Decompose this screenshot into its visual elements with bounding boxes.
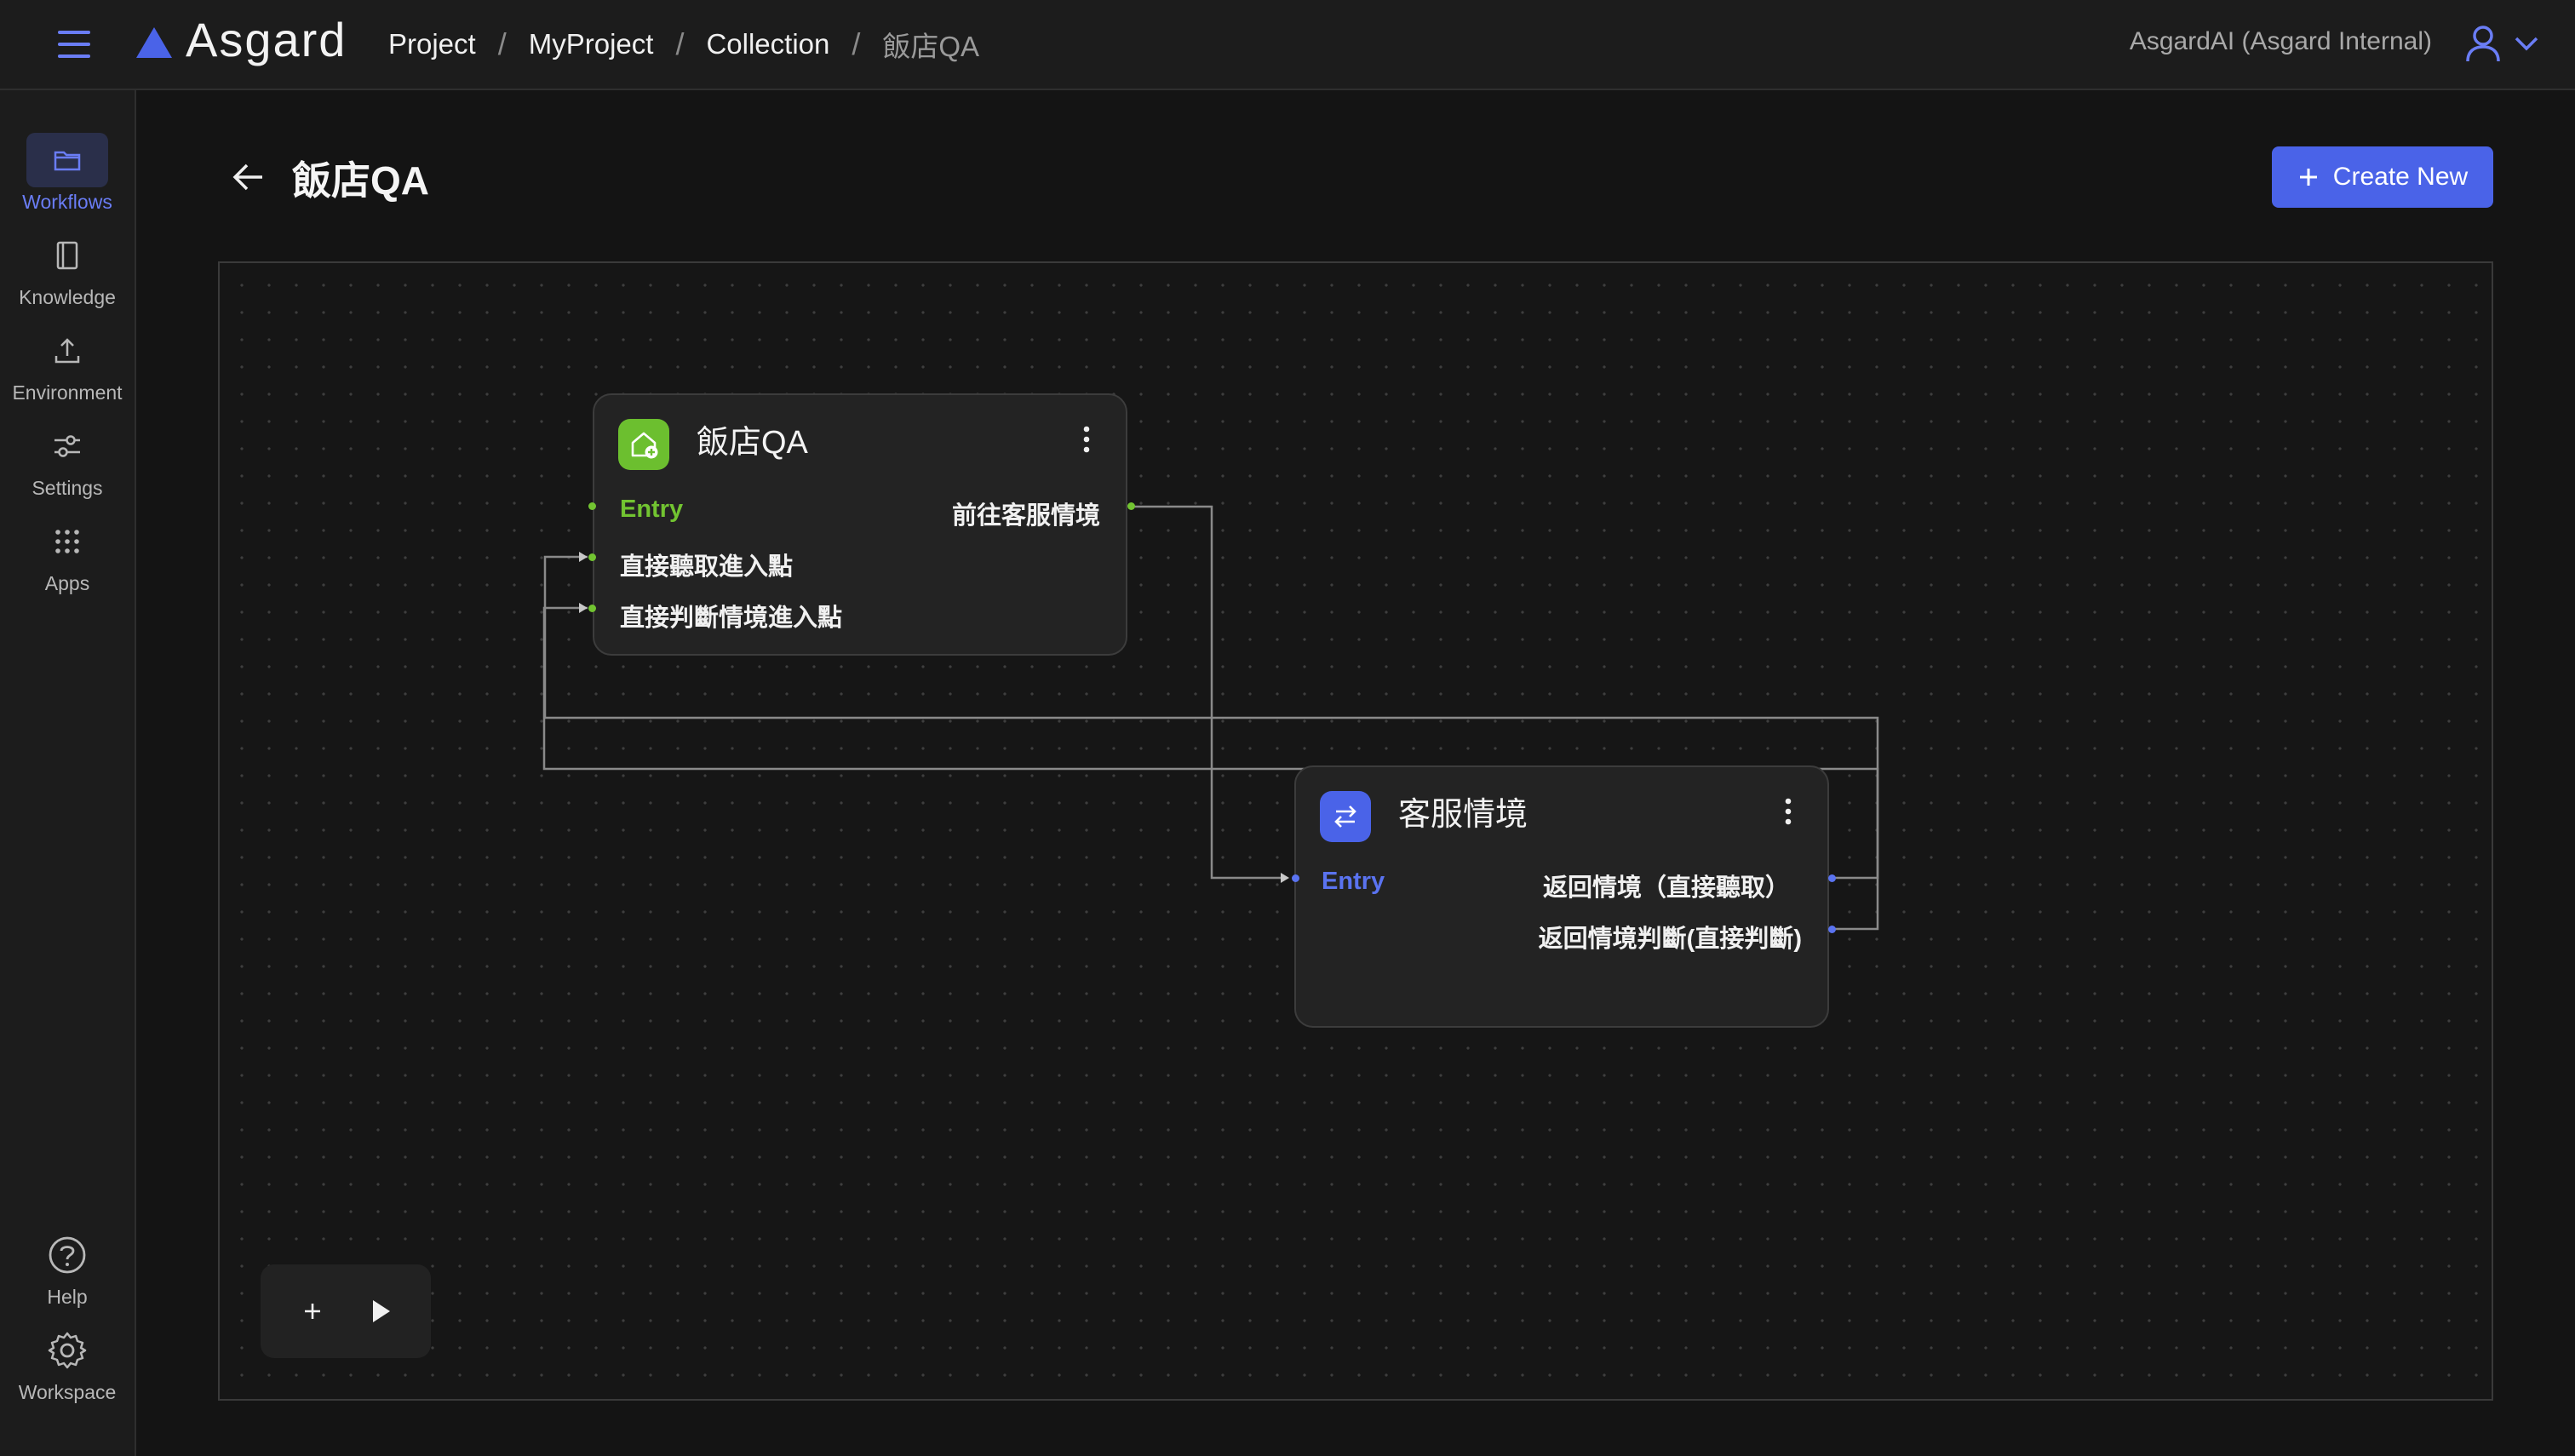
create-new-label: Create New bbox=[2332, 163, 2469, 191]
node-entry-label: Entry bbox=[620, 496, 684, 523]
node-title: 飯店QA bbox=[697, 425, 808, 461]
node-input-label: 直接聽取進入點 bbox=[620, 553, 794, 581]
plus-icon bbox=[305, 1304, 320, 1319]
asgard-logo-icon bbox=[136, 27, 172, 58]
breadcrumb-myproject[interactable]: MyProject bbox=[528, 28, 654, 60]
sidebar-item-knowledge[interactable]: Knowledge bbox=[0, 228, 135, 309]
sliders-icon bbox=[26, 419, 108, 473]
top-bar: Asgard Project / MyProject / Collection … bbox=[0, 0, 2575, 90]
workflow-node-customer-service[interactable]: 客服情境 Entry 返回情境（直接聽取） 返回情境判斷(直接判斷) bbox=[1294, 765, 1829, 1028]
wire-arrow-icon bbox=[1281, 873, 1289, 883]
connection-wires bbox=[542, 505, 1879, 931]
help-circle-icon bbox=[26, 1228, 108, 1282]
workflow-canvas[interactable]: 飯店QA Entry 前往客服情境 直接聽取進入點 直接判斷情境進入點 客服情境… bbox=[218, 261, 2493, 1401]
sidebar-item-label: Knowledge bbox=[19, 286, 116, 308]
sidebar-item-label: Settings bbox=[32, 477, 103, 499]
more-vertical-icon[interactable] bbox=[1783, 796, 1793, 827]
connection-wire bbox=[543, 555, 1879, 880]
sidebar-item-settings[interactable]: Settings bbox=[0, 419, 135, 500]
entry-port-dot[interactable] bbox=[588, 502, 596, 510]
sidebar-item-label: Workflows bbox=[22, 191, 112, 213]
output-port-dot[interactable] bbox=[1828, 874, 1836, 882]
more-vertical-icon[interactable] bbox=[1081, 424, 1092, 455]
page-title: 飯店QA bbox=[292, 158, 429, 203]
sidebar-item-label: Workspace bbox=[18, 1381, 117, 1403]
grid-icon bbox=[26, 514, 108, 569]
upload-icon bbox=[26, 324, 108, 378]
node-output-label: 前往客服情境 bbox=[951, 502, 1100, 530]
user-icon[interactable] bbox=[2464, 24, 2502, 65]
breadcrumb-project[interactable]: Project bbox=[388, 28, 476, 60]
sidebar-item-workspace[interactable]: Workspace bbox=[0, 1323, 135, 1404]
sidebar-item-label: Help bbox=[47, 1286, 88, 1308]
chevron-down-icon[interactable] bbox=[2512, 31, 2541, 56]
gear-icon bbox=[26, 1323, 108, 1378]
plus-icon bbox=[2299, 169, 2317, 186]
output-port-dot[interactable] bbox=[1828, 926, 1836, 933]
sidebar-item-apps[interactable]: Apps bbox=[0, 514, 135, 595]
app-logo-text[interactable]: Asgard bbox=[186, 13, 347, 66]
folder-icon bbox=[26, 133, 108, 187]
create-new-button[interactable]: Create New bbox=[2272, 146, 2493, 208]
node-output-label: 返回情境（直接聽取） bbox=[1542, 874, 1790, 902]
wire-arrow-icon bbox=[579, 603, 588, 613]
breadcrumb-current: 飯店QA bbox=[882, 31, 980, 62]
node-output-label: 返回情境判斷(直接判斷) bbox=[1538, 926, 1802, 953]
node-input-label: 直接判斷情境進入點 bbox=[620, 605, 843, 632]
add-node-button[interactable] bbox=[291, 1290, 334, 1333]
home-plus-icon bbox=[618, 419, 669, 470]
breadcrumb-separator: / bbox=[852, 26, 861, 61]
canvas-toolbar bbox=[261, 1264, 431, 1358]
sidebar-item-help[interactable]: Help bbox=[0, 1228, 135, 1309]
connection-wire bbox=[1131, 505, 1281, 880]
entry-port-dot[interactable] bbox=[1292, 874, 1299, 882]
book-icon bbox=[26, 228, 108, 283]
node-entry-label: Entry bbox=[1322, 868, 1385, 895]
sidebar-item-workflows[interactable]: Workflows bbox=[0, 133, 135, 214]
breadcrumb-separator: / bbox=[675, 26, 685, 61]
breadcrumb-collection[interactable]: Collection bbox=[706, 28, 830, 60]
sidebar-item-label: Environment bbox=[12, 381, 123, 404]
breadcrumb-separator: / bbox=[497, 26, 507, 61]
sidebar: Workflows Knowledge Environment Settings… bbox=[0, 90, 136, 1456]
sidebar-item-label: Apps bbox=[44, 572, 90, 594]
breadcrumb: Project / MyProject / Collection / 飯店QA bbox=[388, 24, 979, 65]
sidebar-item-environment[interactable]: Environment bbox=[0, 324, 135, 404]
connection-wire bbox=[542, 606, 1879, 931]
back-arrow-icon[interactable] bbox=[228, 157, 269, 198]
play-icon bbox=[373, 1300, 390, 1322]
wire-arrow-icon bbox=[579, 552, 588, 562]
input-port-dot[interactable] bbox=[588, 553, 596, 561]
run-button[interactable] bbox=[359, 1290, 402, 1333]
input-port-dot[interactable] bbox=[588, 605, 596, 612]
organization-name[interactable]: AsgardAI (Asgard Internal) bbox=[2129, 27, 2432, 55]
swap-arrows-icon bbox=[1320, 791, 1371, 842]
output-port-dot[interactable] bbox=[1127, 502, 1135, 510]
menu-icon[interactable] bbox=[54, 27, 94, 61]
workflow-node-hotel-qa[interactable]: 飯店QA Entry 前往客服情境 直接聽取進入點 直接判斷情境進入點 bbox=[593, 393, 1127, 656]
node-title: 客服情境 bbox=[1398, 797, 1528, 833]
